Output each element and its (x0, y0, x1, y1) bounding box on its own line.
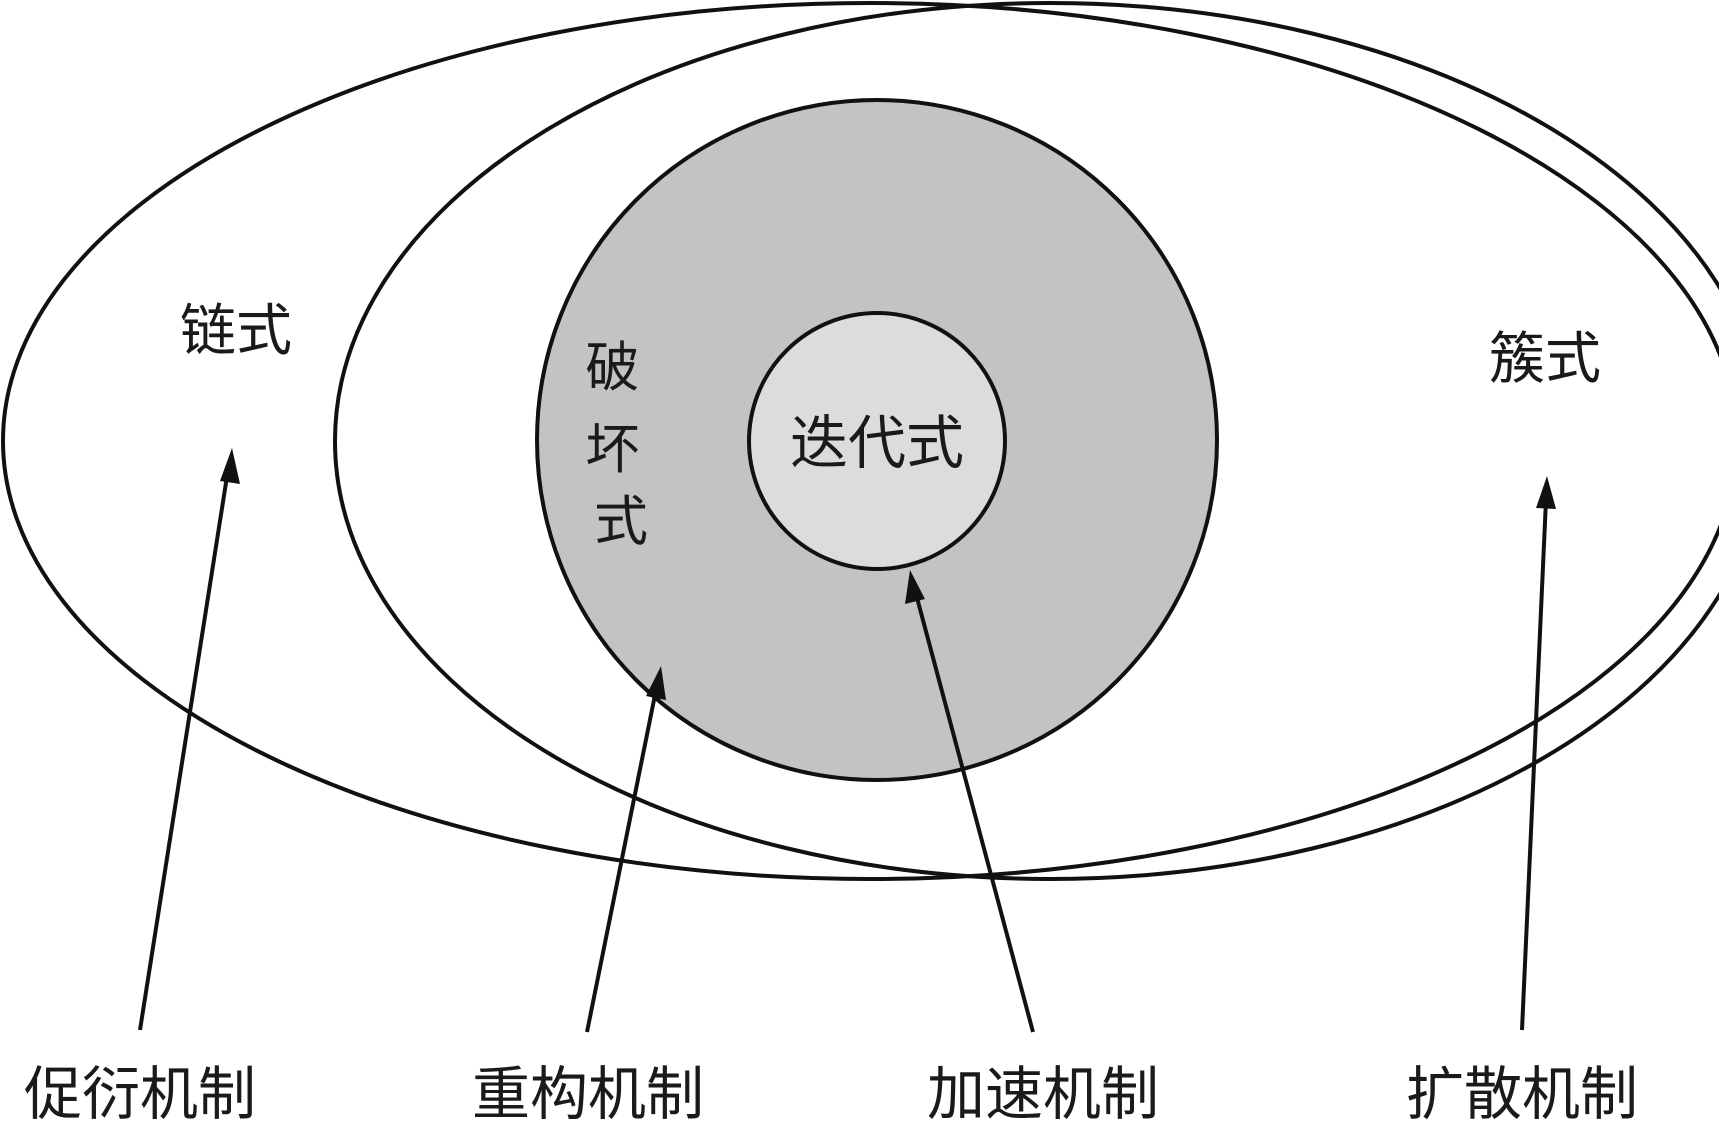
mechanism-promote-label: 促衍机制 (24, 1060, 256, 1124)
chain-label: 链式 (180, 299, 292, 364)
arrow-promote (138, 448, 240, 1031)
cluster-ellipse (333, 1, 1719, 881)
mechanism-accelerate-label: 加速机制 (927, 1060, 1159, 1124)
mechanism-restructure-label: 重构机制 (472, 1060, 704, 1124)
mechanism-diffuse-label: 扩散机制 (1406, 1060, 1638, 1124)
cluster-label: 簇式 (1489, 327, 1601, 392)
iterative-circle (747, 311, 1007, 571)
arrow-accelerate (905, 570, 1035, 1033)
iterative-label: 迭代式 (790, 409, 964, 477)
chain-ellipse (1, 1, 1719, 881)
destructive-label: 破 坏 式 (585, 336, 656, 553)
arrow-diffuse (1520, 476, 1556, 1031)
arrow-restructure (585, 666, 666, 1033)
